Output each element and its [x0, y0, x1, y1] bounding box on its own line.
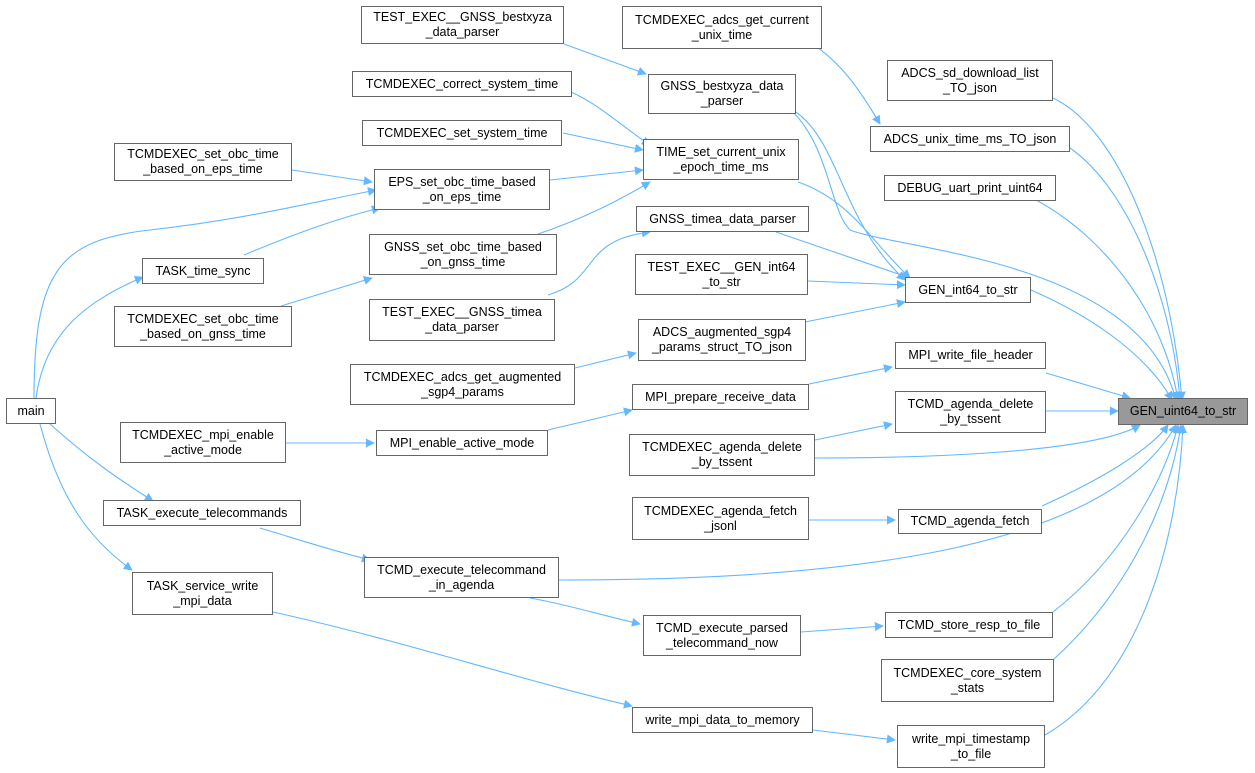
node-task-time-sync[interactable]: TASK_time_sync	[142, 258, 264, 284]
edge	[1069, 147, 1184, 401]
edge	[812, 729, 896, 744]
node-tcmdexec-correct-system-time[interactable]: TCMDEXEC_correct_system_time	[352, 71, 572, 97]
edge	[800, 622, 884, 633]
edge	[259, 527, 371, 563]
edge	[1044, 424, 1188, 736]
edge	[797, 181, 911, 279]
node-debug-uart-print[interactable]: DEBUG_uart_print_uint64	[884, 175, 1056, 201]
node-tcmdexec-agenda-fetch[interactable]: TCMDEXEC_agenda_fetch _jsonl	[632, 497, 809, 540]
node-eps-set-obc-time[interactable]: EPS_set_obc_time_based _on_eps_time	[374, 169, 550, 210]
edge	[547, 228, 651, 296]
node-tcmdexec-adcs-get-aug[interactable]: TCMDEXEC_adcs_get_augmented _sgp4_params	[350, 364, 575, 405]
edge	[272, 611, 633, 709]
node-main[interactable]: main	[6, 398, 56, 424]
node-adcs-aug-sgp4-json[interactable]: ADCS_augmented_sgp4 _params_struct_TO_js…	[638, 319, 806, 361]
edge	[529, 597, 641, 627]
edge	[1041, 424, 1169, 507]
node-task-service-write-mpi[interactable]: TASK_service_write _mpi_data	[132, 572, 273, 615]
node-task-execute-telecommands[interactable]: TASK_execute_telecommands	[103, 500, 301, 526]
edge	[49, 423, 154, 502]
node-write-mpi-timestamp[interactable]: write_mpi_timestamp _to_file	[897, 725, 1045, 768]
edge	[814, 421, 893, 441]
edge	[807, 280, 906, 290]
node-mpi-enable-active-mode[interactable]: MPI_enable_active_mode	[376, 430, 548, 456]
node-gen-int64-to-str[interactable]: GEN_int64_to_str	[905, 277, 1031, 303]
node-tcmdexec-core-system[interactable]: TCMDEXEC_core_system _stats	[881, 659, 1054, 702]
node-gen-uint64-to-str[interactable]: GEN_uint64_to_str	[1118, 398, 1248, 425]
node-mpi-prepare-receive[interactable]: MPI_prepare_receive_data	[632, 384, 809, 410]
node-tcmdexec-set-obc-time-gnss[interactable]: TCMDEXEC_set_obc_time _based_on_gnss_tim…	[114, 306, 292, 347]
node-test-exec-gen-int64[interactable]: TEST_EXEC__GEN_int64 _to_str	[635, 254, 808, 295]
node-test-exec-gnss-bestxyza[interactable]: TEST_EXEC__GNSS_bestxyza _data_parser	[361, 6, 564, 44]
node-tcmdexec-set-system-time[interactable]: TCMDEXEC_set_system_time	[362, 120, 562, 146]
edge	[1052, 424, 1181, 613]
edge	[814, 424, 1141, 459]
node-adcs-sd-download[interactable]: ADCS_sd_download_list _TO_json	[887, 60, 1053, 101]
edge	[243, 205, 381, 256]
edge	[804, 299, 906, 323]
node-gnss-set-obc-time[interactable]: GNSS_set_obc_time_based _on_gnss_time	[369, 234, 557, 275]
edge	[792, 111, 1179, 401]
node-tcmdexec-adcs-get-unix[interactable]: TCMDEXEC_adcs_get_current _unix_time	[622, 6, 822, 49]
node-tcmdexec-agenda-delete[interactable]: TCMDEXEC_agenda_delete _by_tssent	[629, 434, 815, 476]
edge	[557, 424, 1177, 581]
edge	[280, 276, 373, 307]
node-time-set-current-unix[interactable]: TIME_set_current_unix _epoch_time_ms	[643, 139, 799, 180]
edge	[549, 166, 644, 181]
edge	[805, 39, 881, 125]
node-tcmd-agenda-fetch[interactable]: TCMD_agenda_fetch	[898, 509, 1042, 534]
edge	[35, 276, 144, 399]
node-mpi-write-file-header[interactable]: MPI_write_file_header	[895, 342, 1046, 369]
edge	[537, 181, 651, 235]
edge	[39, 423, 133, 571]
edge	[570, 91, 651, 146]
edge	[1045, 372, 1131, 401]
node-tcmdexec-mpi-enable[interactable]: TCMDEXEC_mpi_enable _active_mode	[120, 422, 286, 463]
node-gnss-timea-parser[interactable]: GNSS_timea_data_parser	[636, 206, 809, 232]
edge	[1030, 289, 1173, 401]
edge	[808, 364, 893, 385]
edge	[291, 169, 373, 186]
edge	[1052, 424, 1185, 661]
edge	[1035, 199, 1182, 401]
node-write-mpi-data-to-memory[interactable]: write_mpi_data_to_memory	[632, 707, 813, 733]
edge	[33, 187, 377, 399]
edge	[562, 132, 644, 153]
node-tcmd-execute-parsed[interactable]: TCMD_execute_parsed _telecommand_now	[643, 615, 801, 656]
node-adcs-unix-time-json[interactable]: ADCS_unix_time_ms_TO_json	[870, 126, 1070, 152]
node-tcmd-execute-in-agenda[interactable]: TCMD_execute_telecommand _in_agenda	[364, 557, 559, 598]
node-gnss-bestxyza-parser[interactable]: GNSS_bestxyza_data _parser	[648, 74, 796, 114]
edge	[775, 231, 911, 280]
edge	[547, 407, 633, 431]
node-tcmdexec-set-obc-time-eps[interactable]: TCMDEXEC_set_obc_time _based_on_eps_time	[114, 143, 292, 181]
node-tcmd-store-resp[interactable]: TCMD_store_resp_to_file	[885, 612, 1053, 638]
edge	[1052, 97, 1186, 401]
node-test-exec-gnss-timea[interactable]: TEST_EXEC__GNSS_timea _data_parser	[369, 299, 555, 341]
node-tcmd-agenda-delete[interactable]: TCMD_agenda_delete _by_tssent	[895, 391, 1046, 433]
edge	[792, 109, 906, 281]
edge	[563, 43, 647, 76]
edge	[574, 350, 637, 369]
